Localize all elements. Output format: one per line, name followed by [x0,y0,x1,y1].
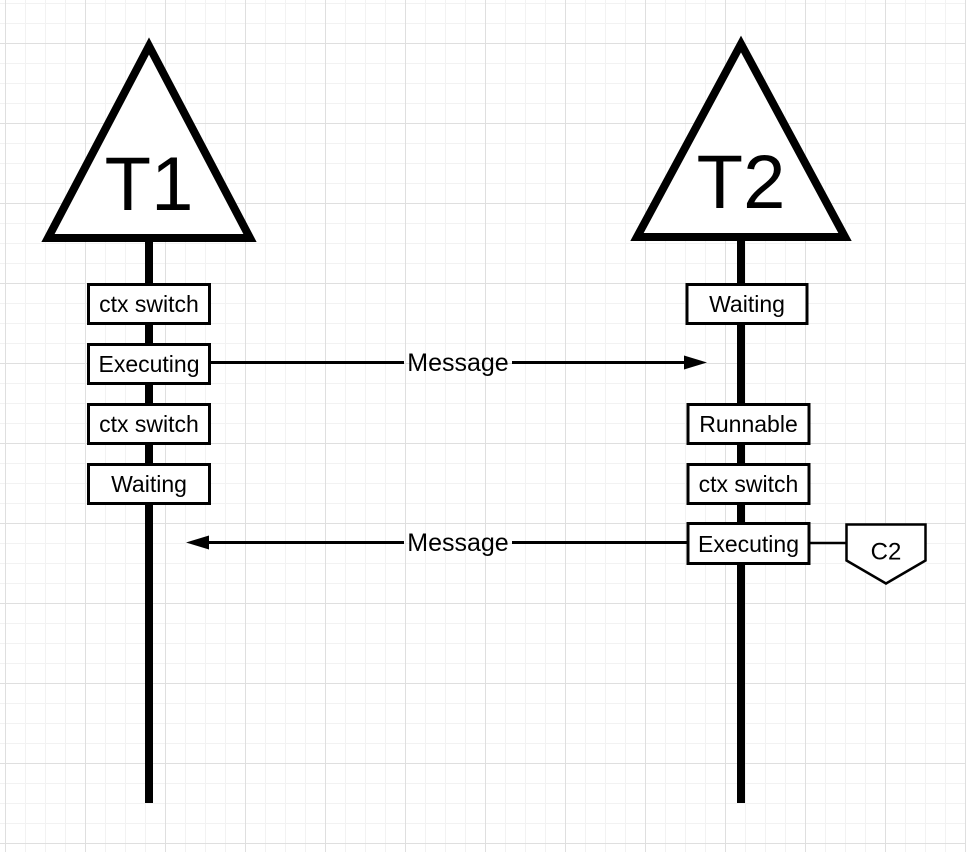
t1-label: T1 [105,142,194,227]
message-t1-to-t2[interactable]: Message [209,349,708,377]
t1-state-ctx-switch-2[interactable]: ctx switch [87,403,211,445]
thread-t2: T2 Waiting Runnable ctx switch Executing [630,35,852,803]
t2-state-label: Runnable [699,411,797,437]
t1-state-executing[interactable]: Executing [87,343,211,385]
t1-state-ctx-switch-1[interactable]: ctx switch [87,283,211,325]
t2-state-executing[interactable]: Executing [686,522,811,565]
thread-t1: T1 ctx switch Executing ctx switch Waiti… [41,37,257,803]
t1-state-label: Executing [98,351,199,377]
t2-triangle[interactable] [630,35,852,241]
message-label: Message [407,349,508,377]
t2-state-runnable[interactable]: Runnable [686,403,811,445]
t1-state-label: Waiting [111,471,187,497]
annotation-c2[interactable]: C2 [809,523,927,585]
c2-label: C2 [871,539,902,566]
arrowhead-right-icon [684,355,707,370]
t1-state-waiting[interactable]: Waiting [87,463,211,505]
message-t2-to-t1[interactable]: Message [186,529,688,557]
t2-state-waiting[interactable]: Waiting [685,283,809,325]
c2-note-shape [845,523,927,585]
t2-state-ctx-switch[interactable]: ctx switch [686,463,811,505]
t2-state-label: Executing [698,531,799,557]
message-label: Message [407,529,508,557]
t2-state-label: ctx switch [699,471,799,497]
t1-triangle[interactable] [41,37,257,242]
t2-label: T2 [697,140,786,225]
t1-state-label: ctx switch [99,411,199,437]
t2-state-label: Waiting [709,291,785,317]
arrowhead-left-icon [186,535,209,550]
t1-state-label: ctx switch [99,291,199,317]
